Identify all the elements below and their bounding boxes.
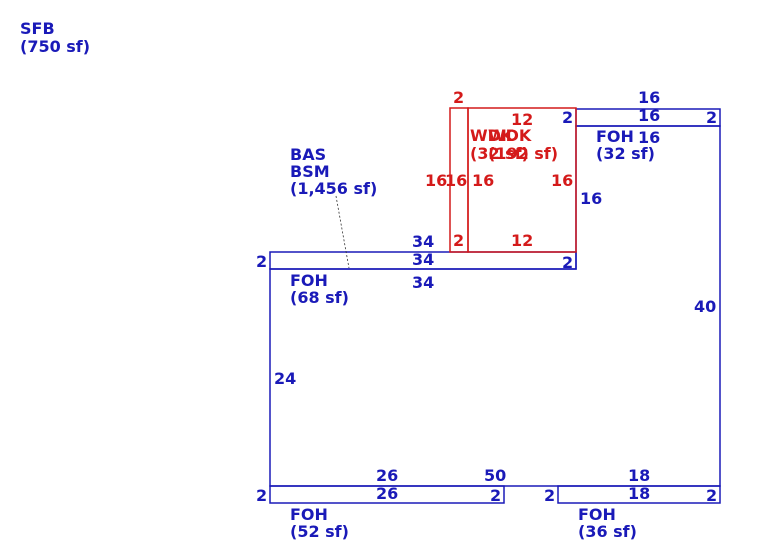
summary-area: (750 sf) <box>20 37 90 56</box>
red-dim-16-c: 16 <box>472 171 494 190</box>
wdk2-area: (192 sf) <box>488 144 558 163</box>
dim-40-right: 40 <box>694 297 716 316</box>
dim-26-mid: 26 <box>376 484 398 503</box>
foh-bottom-left-box <box>269 485 505 504</box>
foh-top-left-code: FOH <box>290 271 328 290</box>
dim-2-top-right-left: 2 <box>562 108 573 127</box>
foh-bottom-right-box <box>557 485 721 504</box>
red-dim-12-bottom: 12 <box>511 231 533 250</box>
summary-code: SFB <box>20 19 55 38</box>
foh-top-right-code: FOH <box>596 127 634 146</box>
foh-top-right-area: (32 sf) <box>596 144 655 163</box>
dim-2-bottom-left-right: 2 <box>490 486 501 505</box>
red-dim-16-a: 16 <box>425 171 447 190</box>
dim-2-bottom-right-right: 2 <box>706 486 717 505</box>
foh-bottom-left-area: (52 sf) <box>290 522 349 541</box>
red-dim-12-top: 12 <box>511 110 533 129</box>
dim-16-mid: 16 <box>638 106 660 125</box>
main-area-size: (1,456 sf) <box>290 179 377 198</box>
dim-50: 50 <box>484 466 506 485</box>
wdk2-code: WDK <box>488 126 532 145</box>
dim-18-mid: 18 <box>628 484 650 503</box>
wdk1-code: WDK <box>470 126 514 145</box>
red-dim-16-b: 16 <box>445 171 467 190</box>
dim-2-bottom-left-left: 2 <box>256 486 267 505</box>
red-dim-16-d: 16 <box>551 171 573 190</box>
dim-34-inner: 34 <box>412 273 434 292</box>
dim-2-top-right-box: 2 <box>706 108 717 127</box>
red-dim-2-bottom: 2 <box>453 231 464 250</box>
dim-18-top: 18 <box>628 466 650 485</box>
bas-leader-line <box>335 195 350 269</box>
wdk-main-box <box>467 107 577 253</box>
dim-24-left: 24 <box>274 369 296 388</box>
dim-26-top: 26 <box>376 466 398 485</box>
dim-2-bottom-right-left: 2 <box>544 486 555 505</box>
foh-bottom-right-code: FOH <box>578 505 616 524</box>
dim-16-step: 16 <box>580 189 602 208</box>
dim-16-inner: 16 <box>638 128 660 147</box>
wdk1-area: (32 sf) <box>470 144 529 163</box>
dim-34-top: 34 <box>412 232 434 251</box>
red-dim-2-top: 2 <box>453 88 464 107</box>
main-area-code1: BAS <box>290 145 326 164</box>
dim-16-top: 16 <box>638 88 660 107</box>
foh-top-left-area: (68 sf) <box>290 288 349 307</box>
foh-bottom-left-code: FOH <box>290 505 328 524</box>
foh-bottom-right-area: (36 sf) <box>578 522 637 541</box>
dim-2-left-top: 2 <box>256 252 267 271</box>
dim-34-mid: 34 <box>412 250 434 269</box>
dim-2-step: 2 <box>562 253 573 272</box>
foh-top-left-box <box>269 251 577 270</box>
main-area-code2: BSM <box>290 162 330 181</box>
